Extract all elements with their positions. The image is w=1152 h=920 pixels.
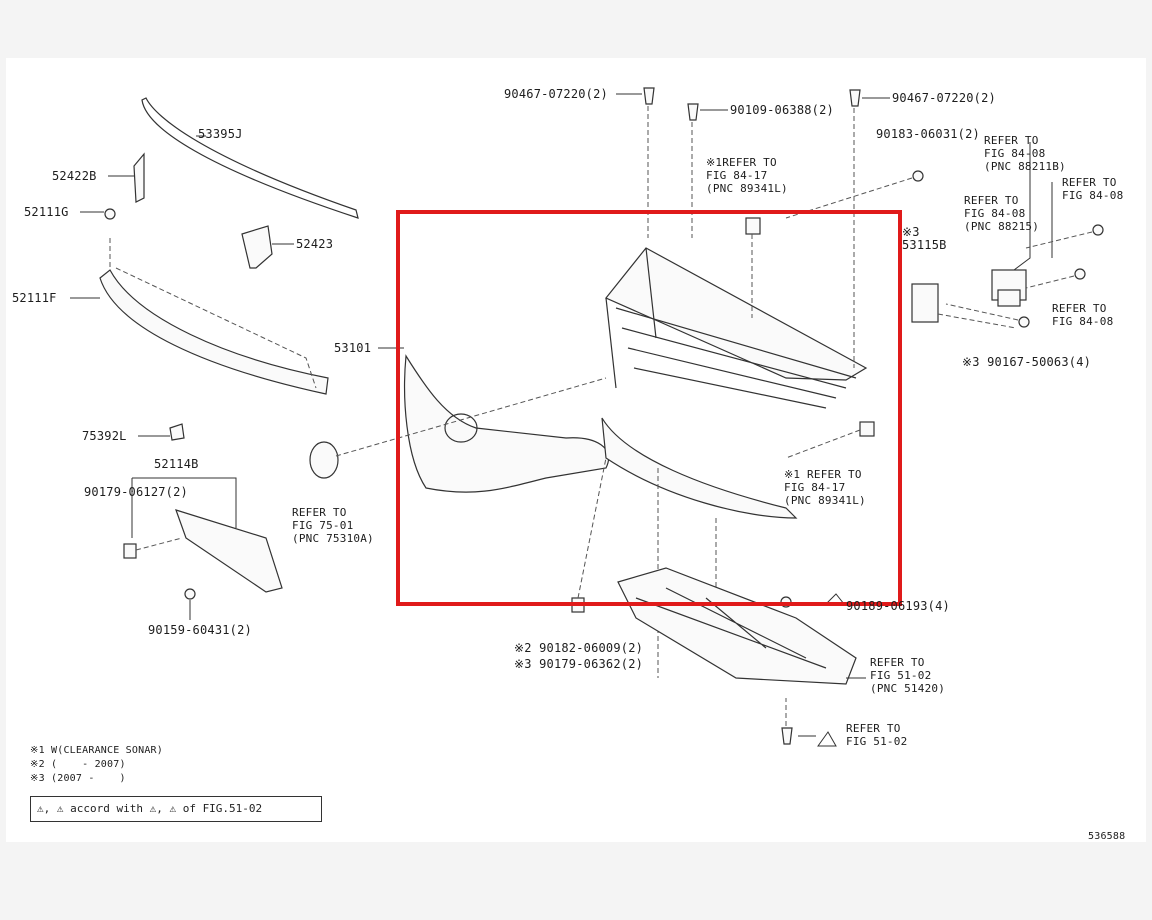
part-90159-60431: 90159-60431(2) xyxy=(148,623,252,637)
note-1: ※1 W(CLEARANCE SONAR) xyxy=(30,745,163,756)
part-90179-06362: ※3 90179-06362(2) xyxy=(514,657,644,671)
part-90179-06127: 90179-06127(2) xyxy=(84,485,188,499)
part-75392L: 75392L xyxy=(82,429,127,443)
ref-fig-51-02-51420: REFER TO FIG 51-02 (PNC 51420) xyxy=(870,656,946,695)
part-52111F: 52111F xyxy=(12,291,57,305)
ref-fig-75-01: REFER TO FIG 75-01 (PNC 75310A) xyxy=(292,506,374,545)
part-53115B: ※3 53115B xyxy=(902,225,947,252)
note-3: ※3 (2007 - ) xyxy=(30,773,126,784)
part-90467-07220-left: 90467-07220(2) xyxy=(504,87,608,101)
part-52423: 52423 xyxy=(296,237,334,251)
part-53395J: 53395J xyxy=(198,127,243,141)
part-53101: 53101 xyxy=(334,341,372,355)
ref-fig-84-08-88215: REFER TO FIG 84-08 (PNC 88215) xyxy=(964,194,1040,233)
diagram-id: 536588 xyxy=(1088,831,1126,842)
note-2: ※2 ( - 2007) xyxy=(30,759,126,770)
ref-fig-84-17-top: ※1REFER TO FIG 84-17 (PNC 89341L) xyxy=(706,156,788,195)
legend-text: ⚠, ⚠ accord with ⚠, ⚠ of FIG.51-02 xyxy=(37,802,263,815)
part-90167-50063: ※3 90167-50063(4) xyxy=(962,355,1092,369)
part-90109-06388: 90109-06388(2) xyxy=(730,103,834,117)
part-52111G: 52111G xyxy=(24,205,69,219)
part-90189-06193: 90189-06193(4) xyxy=(846,599,950,613)
parts-drawing xyxy=(70,87,1104,747)
part-90467-07220-right: 90467-07220(2) xyxy=(892,91,996,105)
ref-fig-51-02: REFER TO FIG 51-02 xyxy=(846,722,908,748)
part-90183-06031: 90183-06031(2) xyxy=(876,127,980,141)
part-52422B: 52422B xyxy=(52,169,97,183)
ref-fig-84-08-88211B: REFER TO FIG 84-08 (PNC 88211B) xyxy=(984,134,1066,173)
diagram-canvas: 53395J 52422B 52111G 52423 52111F 53101 … xyxy=(6,58,1146,842)
ref-fig-84-08-right: REFER TO FIG 84-08 xyxy=(1062,176,1124,202)
legend-warning-box: ⚠, ⚠ accord with ⚠, ⚠ of FIG.51-02 xyxy=(30,796,322,822)
part-90182-06009: ※2 90182-06009(2) xyxy=(514,641,644,655)
part-52114B: 52114B xyxy=(154,457,199,471)
highlight-frame-53101 xyxy=(396,210,902,606)
ref-fig-84-17-bottom: ※1 REFER TO FIG 84-17 (PNC 89341L) xyxy=(784,468,866,507)
ref-fig-84-08-lower: REFER TO FIG 84-08 xyxy=(1052,302,1114,328)
